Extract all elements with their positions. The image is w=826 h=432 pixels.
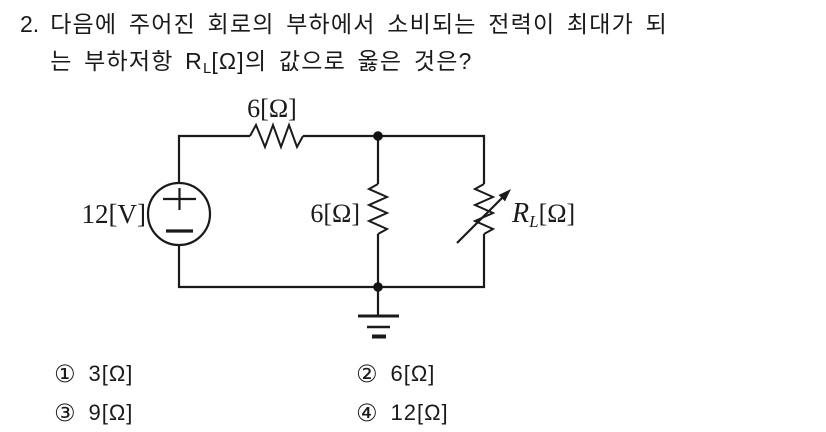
load-resistor-zigzag <box>472 183 496 235</box>
load-resistor: RL[Ω] <box>456 183 575 244</box>
voltage-source-label: 12[V] <box>82 199 146 229</box>
series-resistor: 6[Ω] <box>247 94 304 150</box>
series-resistor-label: 6[Ω] <box>247 94 297 123</box>
option-4-label: 12[Ω] <box>390 400 449 425</box>
load-resistor-arrow-shaft <box>456 196 504 244</box>
plus-icon <box>163 188 196 210</box>
option-1-marker: ① <box>54 360 76 388</box>
load-label-sub: L <box>528 212 538 231</box>
question-text: 다음에 주어진 회로의 부하에서 소비되는 전력이 최대가 되 는 부하저항 R… <box>50 6 668 80</box>
load-label-main: R <box>511 198 529 229</box>
question-line-2-prefix: 는 부하저항 R <box>50 48 203 74</box>
option-3-marker: ③ <box>54 399 76 427</box>
load-resistor-label: RL[Ω] <box>511 198 575 231</box>
option-1: ① 3[Ω] <box>54 360 133 388</box>
load-subscript: L <box>202 60 212 77</box>
voltage-source: 12[V] <box>82 181 212 247</box>
load-resistor-arrow-head <box>498 189 511 202</box>
option-3-label: 9[Ω] <box>88 400 134 425</box>
wire-top-right <box>303 134 486 184</box>
wire-bottom <box>177 234 486 289</box>
load-label-unit: [Ω] <box>539 199 576 228</box>
shunt-resistor: 6[Ω] <box>310 183 390 235</box>
option-4: ④ 12[Ω] <box>356 399 449 427</box>
option-2: ② 6[Ω] <box>356 360 435 388</box>
option-2-marker: ② <box>356 360 378 388</box>
wire-top-left <box>177 134 250 184</box>
node-dot-top <box>373 131 383 141</box>
question-line-2: 는 부하저항 RL[Ω]의 값으로 옳은 것은? <box>50 43 668 80</box>
shunt-resistor-label: 6[Ω] <box>310 199 360 228</box>
option-2-label: 6[Ω] <box>390 361 436 386</box>
shunt-resistor-zigzag <box>366 183 390 235</box>
question-line-1: 다음에 주어진 회로의 부하에서 소비되는 전력이 최대가 되 <box>50 11 668 37</box>
option-3: ③ 9[Ω] <box>54 399 133 427</box>
question-line-2-suffix: [Ω]의 값으로 옳은 것은? <box>211 48 473 74</box>
question: 2. 다음에 주어진 회로의 부하에서 소비되는 전력이 최대가 되 는 부하저… <box>20 6 668 80</box>
option-4-marker: ④ <box>356 399 378 427</box>
option-1-label: 3[Ω] <box>88 361 134 386</box>
question-number: 2. <box>20 11 40 37</box>
ground-icon <box>358 287 399 339</box>
series-resistor-zigzag <box>249 122 304 150</box>
circuit-wires <box>177 134 486 289</box>
